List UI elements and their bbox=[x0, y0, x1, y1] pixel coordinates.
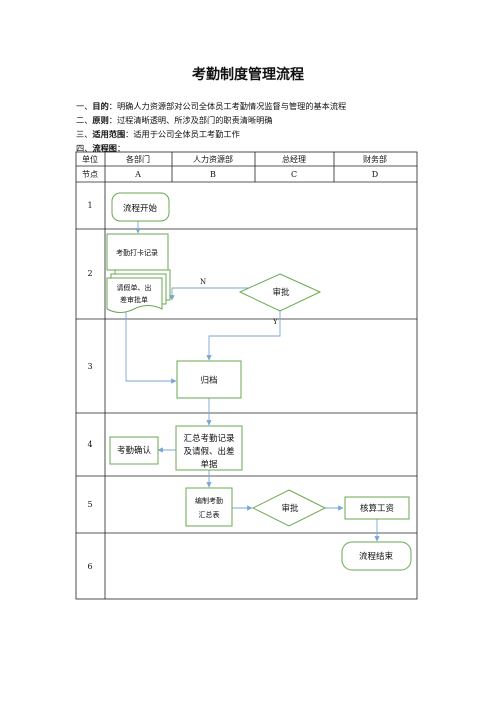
compile-label-2: 汇总表 bbox=[199, 510, 220, 519]
start-node bbox=[111, 192, 170, 222]
section-purpose: 一、目的：明确人力资源部对公司全体员工考勤情况监督与管理的基本流程 bbox=[76, 101, 347, 111]
section-scope: 三、适用范围：适用于公司全体员工考勤工作 bbox=[76, 129, 240, 139]
confirm-label: 考勤确认 bbox=[117, 445, 152, 456]
summary-label-3: 单据 bbox=[200, 459, 218, 470]
end-label: 流程结束 bbox=[359, 551, 394, 562]
approval-diamond-final bbox=[251, 489, 327, 527]
section-principle: 二、原则：过程清晰透明、所涉及部门的职责清晰明确 bbox=[76, 115, 273, 125]
summary-label-1: 汇总考勤记录 bbox=[183, 433, 235, 444]
node-c: C bbox=[291, 170, 297, 179]
node-label: 节点 bbox=[82, 170, 98, 179]
node-a: A bbox=[134, 170, 141, 179]
section-flowchart: 四、流程图： bbox=[76, 143, 126, 153]
attendance-record-node bbox=[106, 233, 169, 271]
header-finance: 财务部 bbox=[363, 154, 387, 164]
approval-label-gm: 审批 bbox=[272, 287, 290, 298]
summary-node bbox=[175, 425, 243, 471]
row-number: 2 bbox=[87, 269, 92, 278]
archive-label: 归档 bbox=[200, 375, 217, 386]
payroll-label: 核算工资 bbox=[360, 503, 395, 514]
archive-node bbox=[176, 360, 242, 399]
approval-label-final: 审批 bbox=[281, 503, 299, 514]
leave-forms-label-2: 差审批单 bbox=[120, 295, 148, 304]
header-departments: 各部门 bbox=[126, 154, 150, 164]
row-number: 5 bbox=[87, 500, 92, 509]
header-unit: 单位 bbox=[82, 154, 98, 164]
flow-connectors bbox=[125, 221, 380, 542]
compile-label-1: 编制考勤 bbox=[195, 496, 223, 505]
summary-label-2: 及请假、出差 bbox=[183, 446, 234, 457]
node-b: B bbox=[210, 170, 216, 179]
row-number: 4 bbox=[87, 440, 92, 449]
attendance-record-label: 考勤打卡记录 bbox=[116, 248, 158, 257]
approval-diamond-gm bbox=[238, 273, 322, 312]
start-label: 流程开始 bbox=[123, 203, 158, 214]
compile-node bbox=[185, 487, 233, 527]
header-gm: 总经理 bbox=[282, 154, 306, 164]
row-number: 6 bbox=[87, 562, 92, 571]
leave-forms-node bbox=[106, 269, 171, 313]
row-number: 3 bbox=[87, 362, 92, 371]
node-d: D bbox=[372, 170, 378, 179]
row-number: 1 bbox=[87, 201, 92, 210]
label-no: N bbox=[200, 278, 206, 286]
table-grid bbox=[75, 151, 418, 600]
payroll-node bbox=[344, 496, 410, 520]
confirm-node bbox=[109, 436, 159, 465]
label-yes: Y bbox=[272, 318, 278, 326]
leave-forms-label-1: 请假单、出 bbox=[117, 283, 152, 292]
end-node bbox=[341, 541, 412, 571]
header-hr: 人力资源部 bbox=[193, 154, 233, 164]
page-title: 考勤制度管理流程 bbox=[192, 67, 304, 83]
